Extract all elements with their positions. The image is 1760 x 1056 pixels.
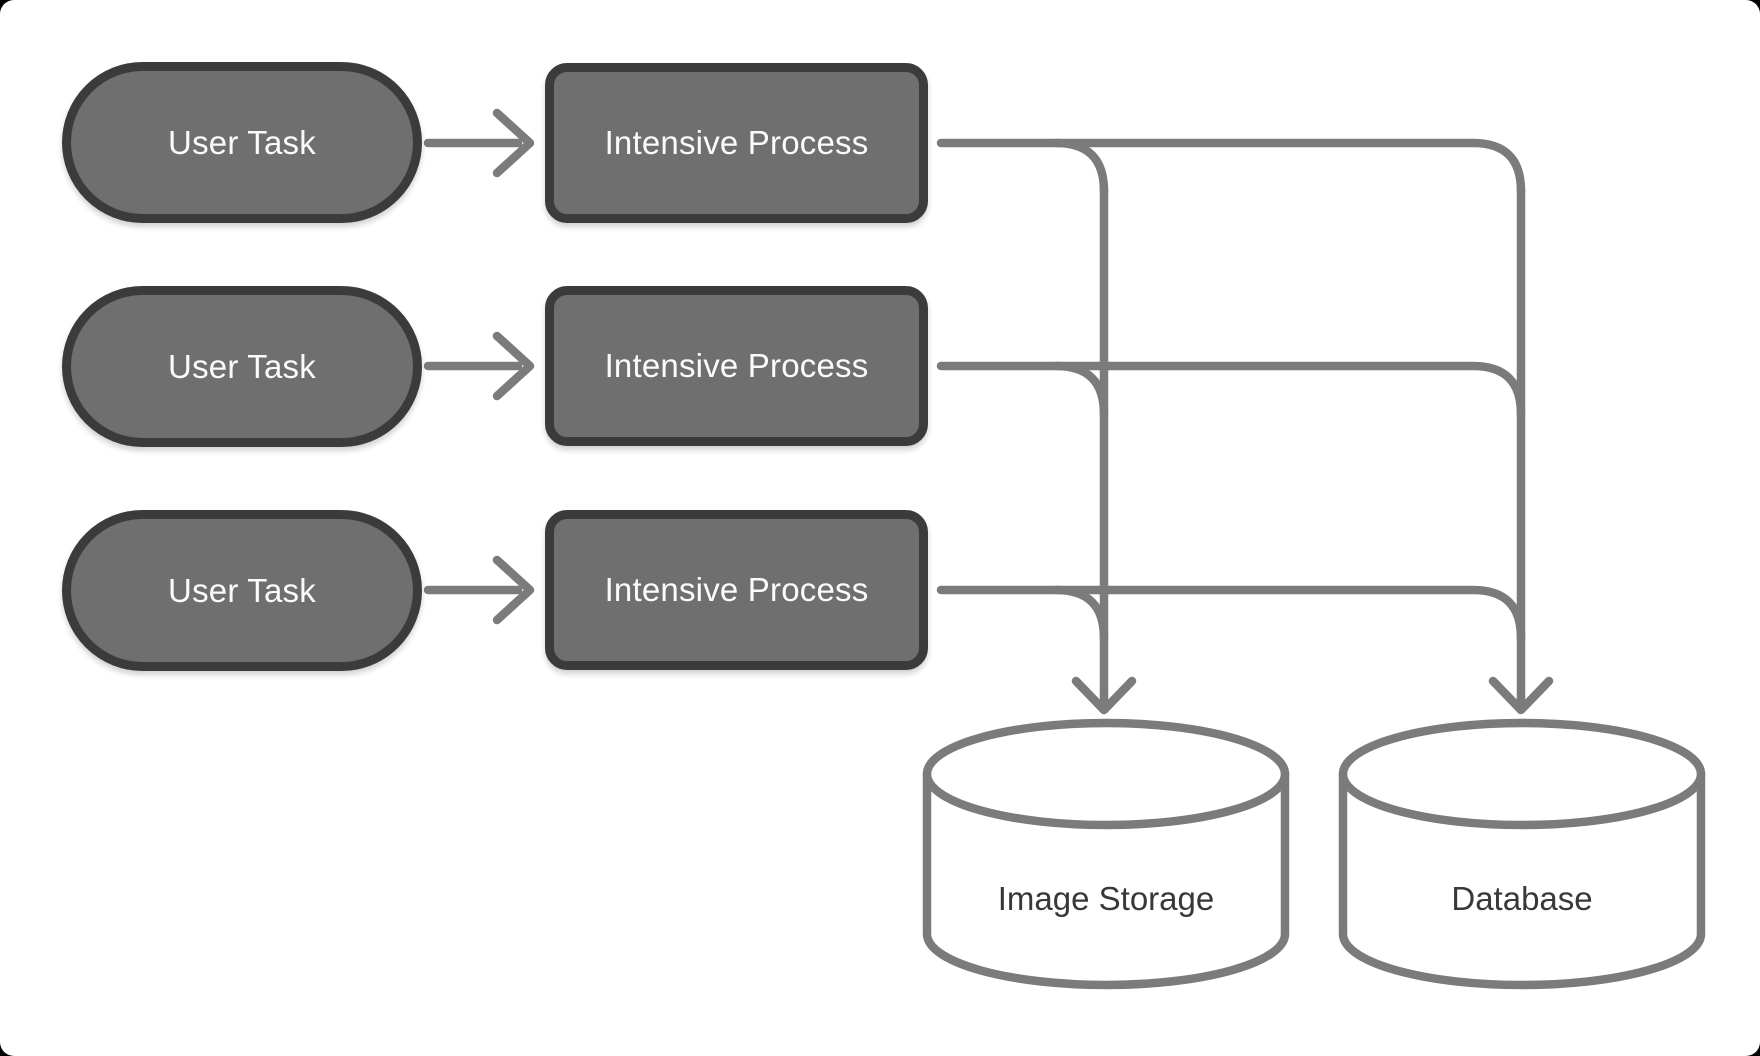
image-storage-cylinder-icon (922, 718, 1290, 990)
connector-process-2-branch-image-storage (1051, 361, 1109, 419)
user-task-label-3: User Task (168, 571, 316, 609)
user-task-label-1: User Task (168, 123, 316, 161)
connector-process-2-trunk (936, 361, 1526, 419)
database-label: Database (1451, 880, 1593, 917)
user-task-label-2: User Task (168, 347, 316, 385)
arrowhead-process-2-icon (492, 331, 535, 401)
image-storage-label: Image Storage (997, 880, 1215, 917)
arrowhead-database-icon (1488, 676, 1554, 715)
database-cylinder-icon (1338, 718, 1706, 990)
database-cylinder-top (1338, 718, 1706, 830)
intensive-process-label-1: Intensive Process (604, 124, 869, 161)
arrowhead-process-3-icon (492, 555, 535, 625)
arrowhead-image-storage-icon (1071, 676, 1137, 715)
database-cylinder-body (1338, 769, 1706, 990)
arrowhead-process-1-icon (492, 108, 535, 178)
image-storage-cylinder-body (922, 769, 1290, 990)
connector-process-3-trunk (936, 585, 1526, 643)
intensive-process-label-3: Intensive Process (604, 571, 869, 608)
image-storage-cylinder-top (922, 718, 1290, 830)
connector-process-1-branch-image-storage (1051, 138, 1109, 196)
intensive-process-node-1: Intensive Process (545, 63, 928, 223)
user-task-node-1: User Task (62, 62, 422, 223)
user-task-node-2: User Task (62, 286, 422, 447)
user-task-node-3: User Task (62, 510, 422, 671)
intensive-process-node-3: Intensive Process (545, 510, 928, 670)
intensive-process-label-2: Intensive Process (604, 347, 869, 384)
connector-process-3-branch-image-storage (1051, 585, 1109, 643)
connector-process-1-trunk (936, 138, 1526, 196)
intensive-process-node-2: Intensive Process (545, 286, 928, 446)
